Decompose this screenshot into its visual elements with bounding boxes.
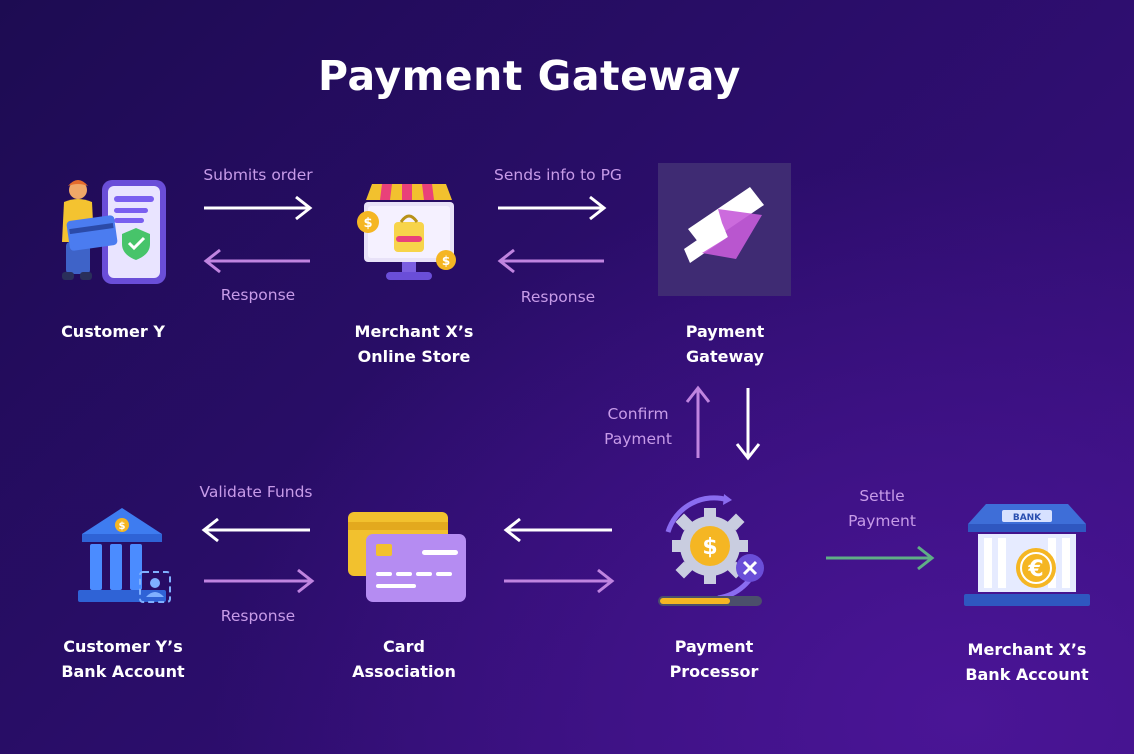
node-label-line: Bank Account [61, 662, 185, 681]
customer-bank-icon: $ [78, 508, 171, 603]
node-label-line: Customer Y [61, 322, 165, 341]
edge-label-sends-info-to-pg: Sends info to PG [494, 166, 622, 184]
edge-label-settle-payment: Settle Payment [832, 484, 932, 534]
edge-label-confirm-payment: Confirm Payment [588, 402, 688, 452]
node-label-line: Bank Account [965, 665, 1089, 684]
node-label-line: Merchant X’s [967, 640, 1087, 659]
arrow-settle-payment [826, 545, 935, 571]
node-label-line: Payment [685, 322, 765, 341]
node-label-customer: Customer Y [43, 319, 183, 344]
arrow-submits-order [204, 195, 313, 221]
node-label-line: Customer Y’s [63, 637, 183, 656]
arrow-card-to-processor [504, 568, 615, 594]
online-store-icon: $ $ [357, 184, 456, 280]
arrow-response-to-customer [203, 248, 310, 274]
node-label-line: Processor [669, 662, 759, 681]
edge-label-line: Confirm [607, 405, 669, 423]
bank-sign-label: BANK [1013, 513, 1042, 523]
node-label-merchant-store: Merchant X’s Online Store [334, 319, 494, 369]
node-label-customer-bank: Customer Y’s Bank Account [43, 634, 203, 684]
dollar-coin-icon: $ [363, 216, 372, 231]
node-label-line: Merchant X’s [354, 322, 474, 341]
edge-label-submits-order: Submits order [203, 166, 313, 184]
euro-icon: € [1027, 557, 1043, 582]
node-label-line: Card [383, 637, 425, 656]
customer-icon [62, 180, 166, 284]
arrow-sends-info-to-pg [498, 195, 607, 221]
node-label-payment-processor: Payment Processor [644, 634, 784, 684]
edge-label-line: Payment [848, 512, 916, 530]
edge-label-line: Payment [604, 430, 672, 448]
merchant-bank-icon: BANK € [964, 504, 1090, 606]
dollar-coin-icon: $ [442, 254, 450, 268]
node-label-line: Online Store [357, 347, 471, 366]
arrow-confirm-payment [685, 385, 711, 458]
edge-label-response: Response [220, 607, 296, 625]
node-label-merchant-bank: Merchant X’s Bank Account [947, 637, 1107, 687]
diagram-title: Payment Gateway [318, 52, 741, 100]
edge-label-response: Response [220, 286, 296, 304]
arrow-validate-funds [201, 517, 310, 543]
edge-label-line: Settle [859, 487, 905, 505]
arrow-pg-to-processor [735, 388, 761, 461]
dollar-icon: $ [702, 535, 717, 560]
arrow-processor-to-card [503, 517, 612, 543]
node-label-line: Gateway [686, 347, 764, 366]
card-association-icon [348, 512, 466, 602]
arrow-response-to-store [497, 248, 604, 274]
node-label-line: Payment [674, 637, 754, 656]
node-label-line: Association [352, 662, 456, 681]
arrow-response-to-card [204, 568, 315, 594]
dollar-icon: $ [119, 521, 126, 532]
payment-gateway-logo-icon [658, 163, 791, 296]
payment-processor-icon: $ [658, 494, 764, 606]
node-label-payment-gateway: Payment Gateway [655, 319, 795, 369]
edge-label-response: Response [520, 288, 596, 306]
node-label-card-association: Card Association [334, 634, 474, 684]
edge-label-validate-funds: Validate Funds [199, 483, 313, 501]
